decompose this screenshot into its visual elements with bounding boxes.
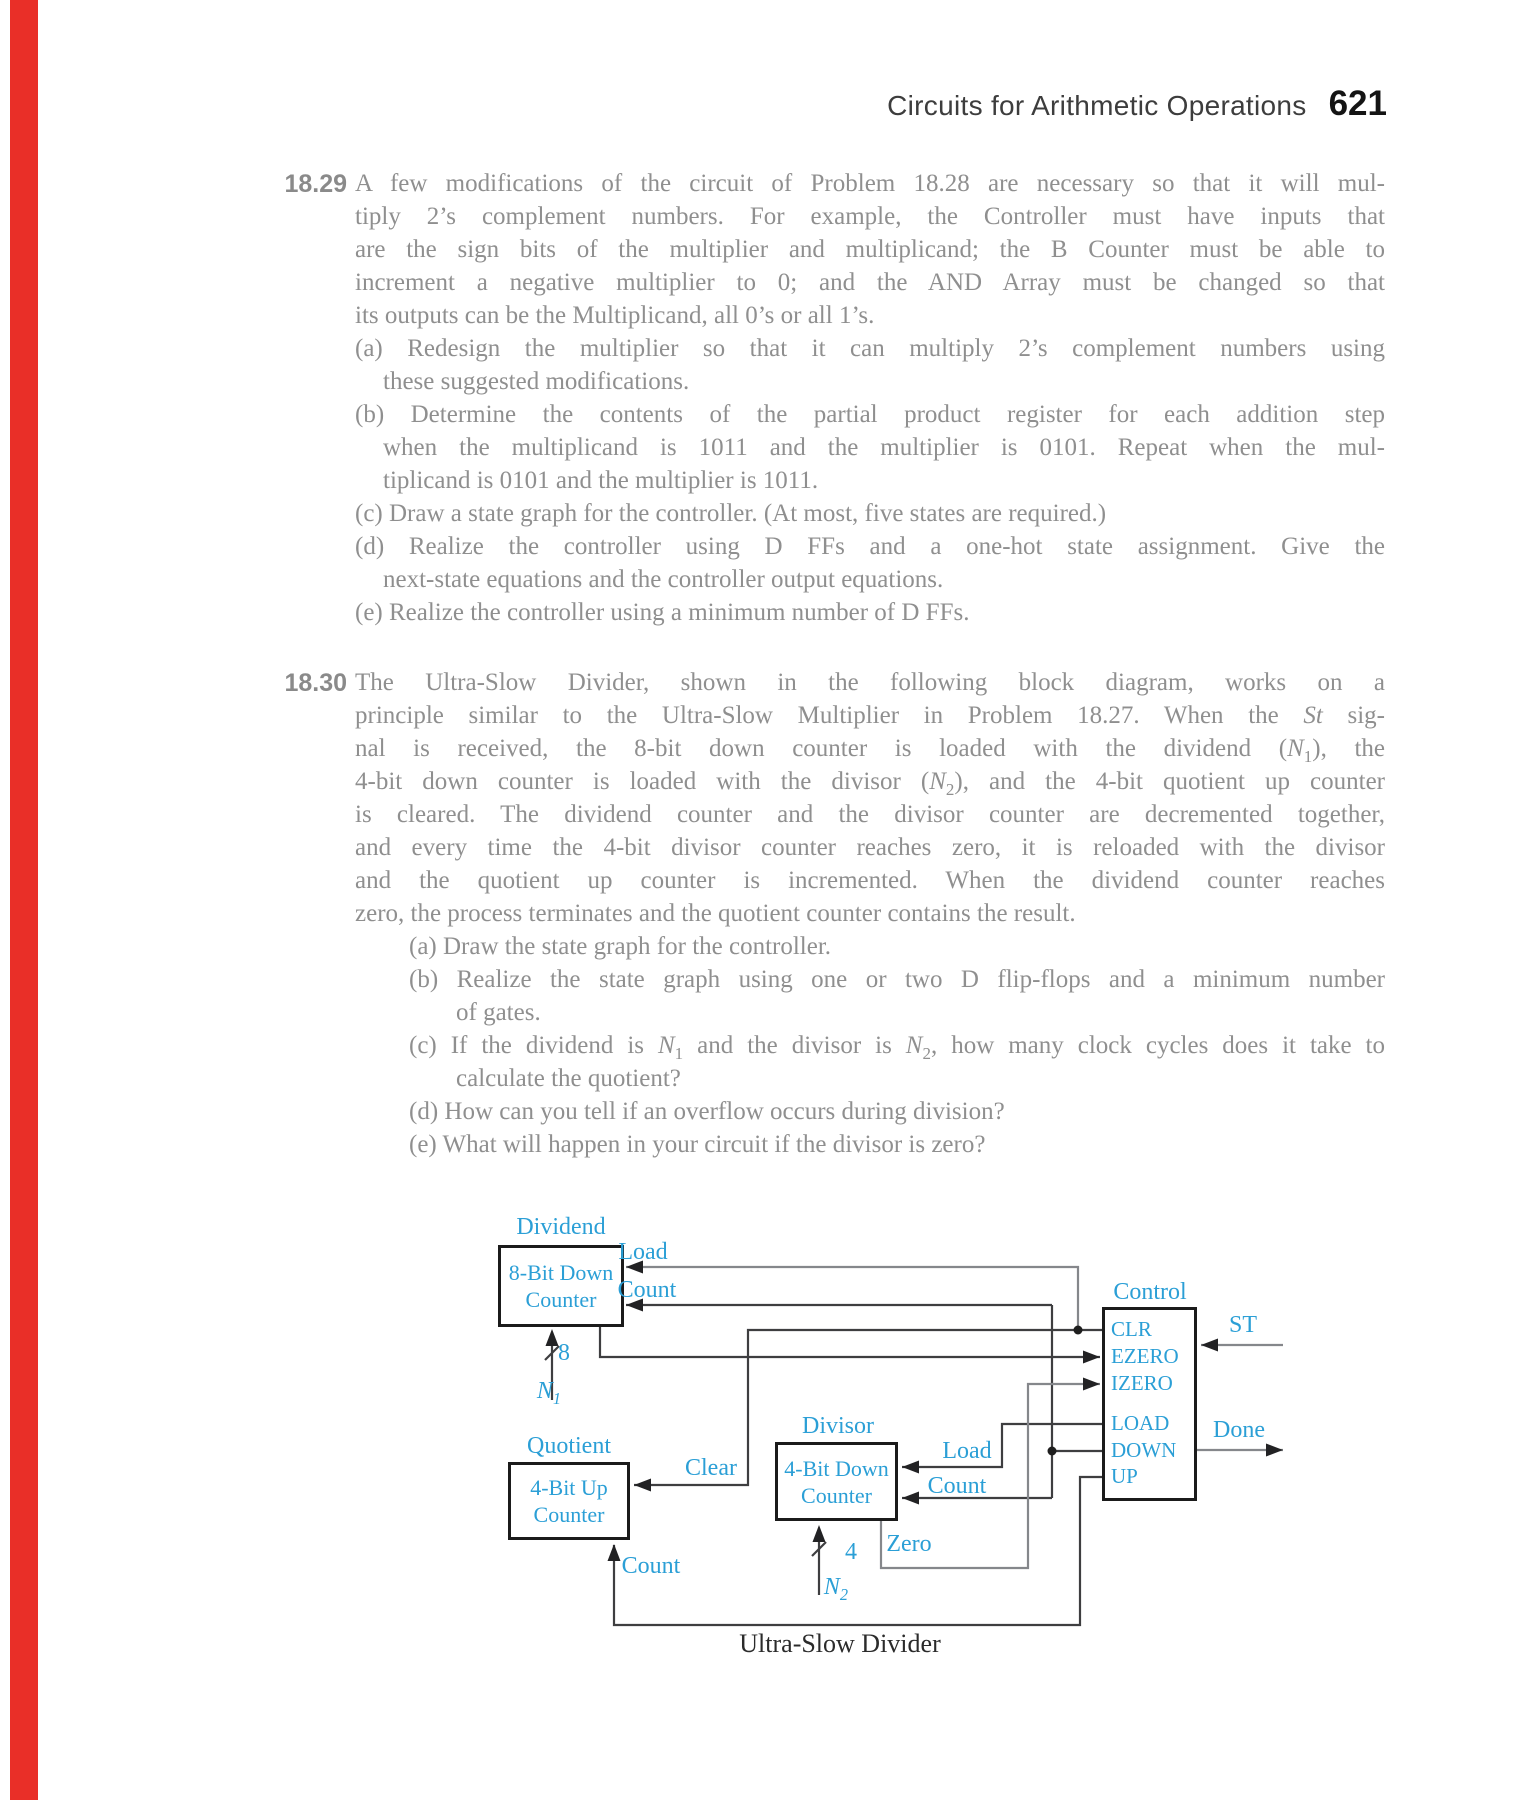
text-line: these suggested modifications.	[383, 368, 690, 395]
text-line: increment a negative multiplier to 0; an…	[355, 269, 1385, 296]
arrow-izero	[1083, 1377, 1100, 1391]
n1-symbol: N	[536, 1378, 553, 1404]
divisor-counter-box: 4-Bit Down Counter	[775, 1442, 898, 1521]
arrow-dividend-load	[626, 1260, 643, 1274]
text-line: principle similar to the Ultra-Slow Mult…	[355, 702, 1385, 729]
arrow-n2	[812, 1525, 826, 1542]
done-label: Done	[1213, 1417, 1265, 1443]
dividend-counter-line2: Counter	[525, 1287, 597, 1312]
text-line: (a) Redesign the multiplier so that it c…	[355, 335, 1385, 362]
wire-clr-clear	[634, 1328, 1102, 1487]
text-line: A few modifications of the circuit of Pr…	[355, 170, 1385, 197]
divisor-label: Divisor	[802, 1413, 874, 1439]
wire-dividend-load	[626, 1265, 1080, 1328]
junction-dot-clr	[1073, 1325, 1083, 1335]
text-line: (b) Realize the state graph using one or…	[409, 966, 1385, 993]
text-line: (a) Draw the state graph for the control…	[409, 933, 832, 960]
arrow-quotient-count	[607, 1544, 621, 1561]
n2-subscript: 2	[839, 1584, 849, 1604]
dividend-counter-line1: 8-Bit Down	[508, 1260, 614, 1285]
control-pin-down: DOWN	[1111, 1438, 1177, 1462]
quotient-counter-box: 4-Bit Up Counter	[508, 1462, 630, 1540]
text-line: next-state equations and the controller …	[383, 566, 944, 593]
text-line: 4-bit down counter is loaded with the di…	[355, 768, 1386, 799]
control-label: Control	[1113, 1279, 1187, 1305]
problem-18.30: 18.30 The Ultra-Slow Divider, shown in th…	[284, 666, 1386, 1161]
text-line: (c) If the dividend is N1 and the diviso…	[409, 1032, 1385, 1063]
divisor-count-label: Count	[927, 1473, 987, 1499]
diagram-caption: Ultra-Slow Divider	[739, 1629, 941, 1658]
dividend-label: Dividend	[516, 1214, 606, 1240]
text-line: (e) Realize the controller using a minim…	[355, 599, 970, 626]
n2-label: N2	[813, 1573, 859, 1609]
text-line: of gates.	[456, 999, 541, 1026]
divisor-zero-label: Zero	[886, 1531, 932, 1557]
quotient-counter-line2: Counter	[533, 1502, 605, 1527]
quotient-counter-line1: 4-Bit Up	[530, 1475, 608, 1500]
arrow-dividend-count	[626, 1298, 643, 1312]
junction-dot-down	[1047, 1446, 1057, 1456]
text-line: (d) How can you tell if an overflow occu…	[409, 1098, 1005, 1125]
problem-18.29: 18.29 A few modifications of the circuit …	[284, 167, 1385, 629]
dividend-count-label: Count	[617, 1277, 677, 1303]
divisor-load-label: Load	[942, 1438, 992, 1464]
dividend-load-label: Load	[618, 1239, 668, 1265]
text-line: tiply 2’s complement numbers. For exampl…	[355, 203, 1385, 230]
control-pin-load: LOAD	[1111, 1411, 1170, 1435]
n1-bus-width-label: 8	[558, 1340, 570, 1366]
text-line: tiplicand is 0101 and the multiplier is …	[383, 467, 819, 494]
wire-ezero	[598, 1327, 1100, 1359]
n2-bus-width-label: 4	[845, 1539, 857, 1565]
text-line: is cleared. The dividend counter and the…	[355, 801, 1385, 828]
st-label: ST	[1228, 1312, 1257, 1338]
page-header: Circuits for Arithmetic Operations 621	[887, 84, 1387, 124]
n1-subscript: 1	[552, 1388, 562, 1408]
arrow-n1	[545, 1329, 559, 1346]
arrow-quotient-clear	[634, 1478, 651, 1492]
text-line: and every time the 4-bit divisor counter…	[355, 834, 1385, 861]
arrow-done	[1266, 1443, 1283, 1457]
bus-slash-n1	[544, 1345, 560, 1361]
wire-zero-izero	[879, 1382, 1100, 1570]
text-line: (e) What will happen in your circuit if …	[409, 1131, 986, 1158]
text-line: its outputs can be the Multiplicand, all…	[355, 302, 875, 329]
divisor-counter-line2: Counter	[801, 1482, 872, 1508]
wire-quotient-count	[612, 1475, 1102, 1627]
problem-number: 18.29	[284, 170, 347, 198]
control-pin-clr: CLR	[1111, 1317, 1152, 1341]
text-line: are the sign bits of the multiplier and …	[355, 236, 1385, 263]
text-line: and the quotient up counter is increment…	[355, 867, 1385, 894]
text-line: zero, the process terminates and the quo…	[355, 900, 1076, 927]
text-line: (c) Draw a state graph for the controlle…	[355, 500, 1107, 527]
text-line: (b) Determine the contents of the partia…	[355, 401, 1385, 428]
n2-symbol: N	[823, 1574, 840, 1600]
text-line: The Ultra-Slow Divider, shown in the fol…	[355, 669, 1385, 696]
bus-slash-n2	[811, 1541, 827, 1557]
arrow-st	[1201, 1338, 1218, 1352]
quotient-label: Quotient	[527, 1433, 611, 1459]
quotient-count-label: Count	[621, 1553, 681, 1579]
page-edge-bar	[10, 0, 38, 1800]
arrow-divisor-count	[902, 1491, 919, 1505]
text-line: when the multiplicand is 1011 and the mu…	[383, 434, 1385, 461]
page-number: 621	[1328, 84, 1387, 123]
divisor-counter-line1: 4-Bit Down	[784, 1455, 889, 1481]
wire-divisor-load	[902, 1422, 1102, 1469]
text-line: nal is received, the 8-bit down counter …	[355, 735, 1385, 766]
text-line: (d) Realize the controller using D FFs a…	[355, 533, 1385, 560]
control-pin-izero: IZERO	[1111, 1371, 1173, 1395]
n1-label: N1	[526, 1377, 572, 1413]
quotient-clear-label: Clear	[685, 1455, 737, 1481]
text-line: calculate the quotient?	[456, 1065, 681, 1092]
control-pin-ezero: EZERO	[1111, 1344, 1179, 1368]
problem-number: 18.30	[284, 669, 347, 697]
control-pin-up: UP	[1111, 1464, 1138, 1488]
arrow-ezero	[1083, 1350, 1100, 1364]
dividend-counter-box: 8-Bit Down Counter	[498, 1245, 624, 1327]
control-box	[1102, 1307, 1197, 1501]
running-head: Circuits for Arithmetic Operations	[887, 90, 1307, 121]
arrow-divisor-load	[902, 1460, 919, 1474]
